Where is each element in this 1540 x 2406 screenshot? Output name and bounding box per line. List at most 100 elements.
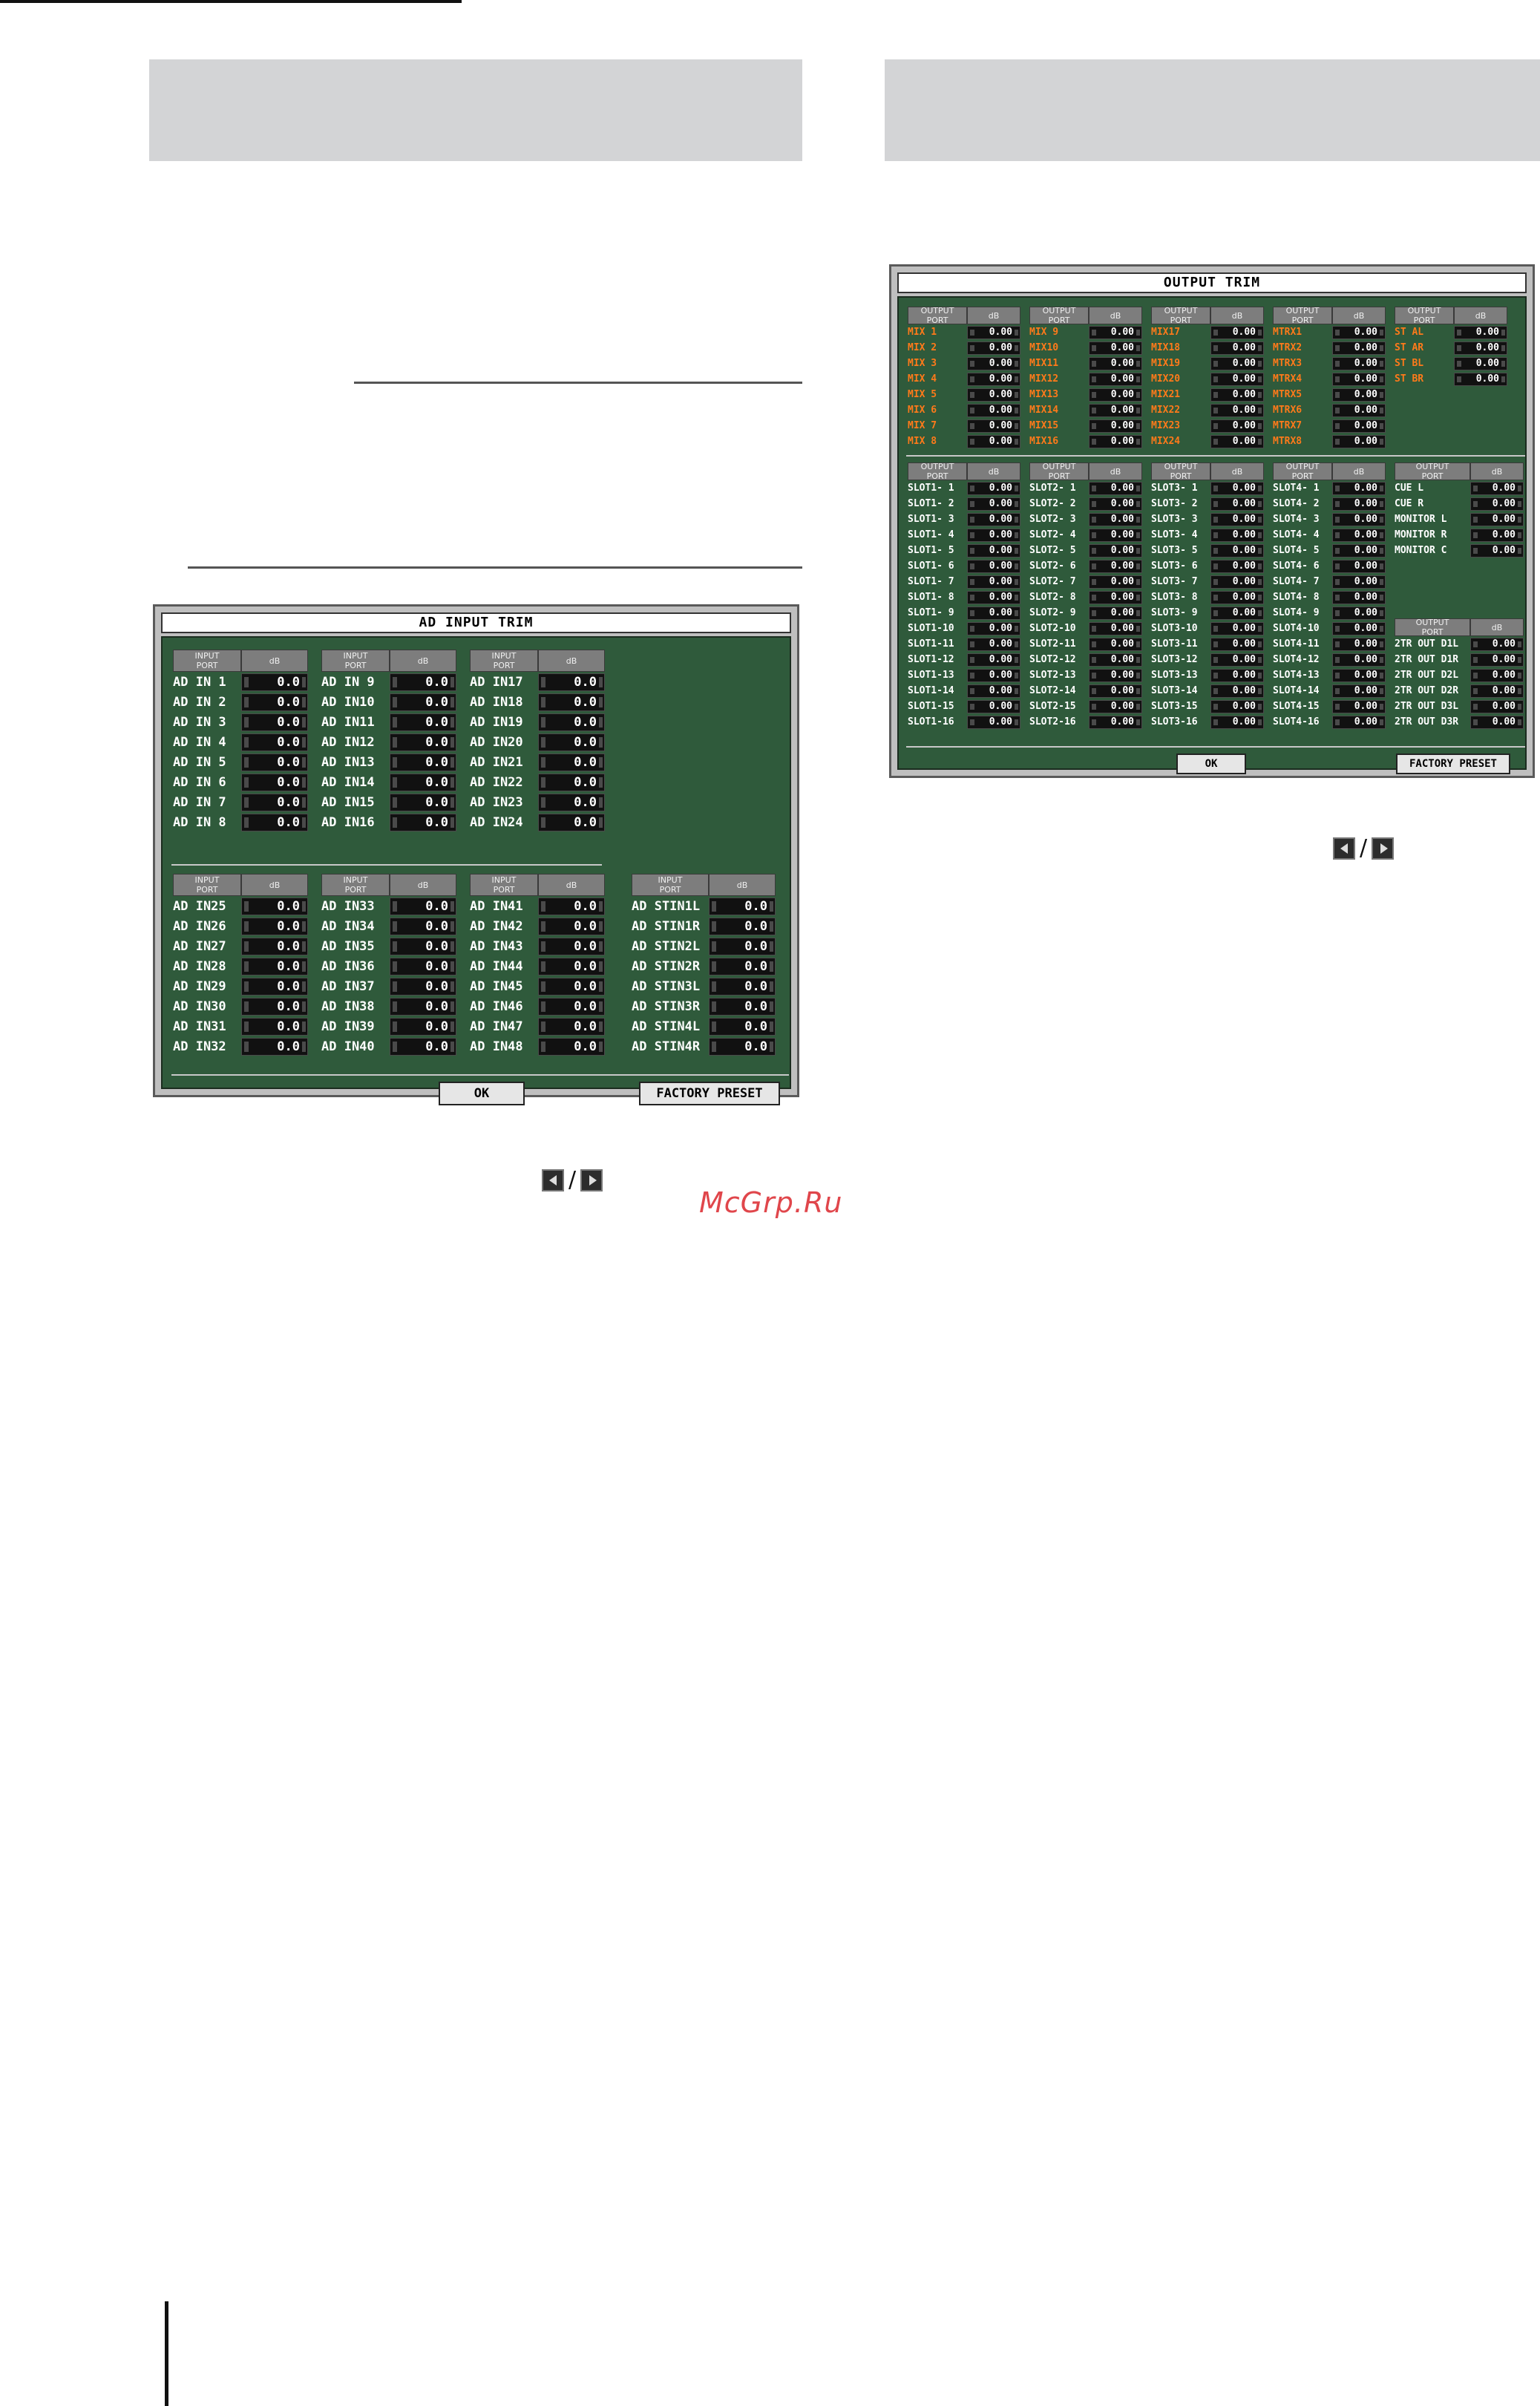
trim-value-field[interactable]: 0.0	[241, 997, 308, 1016]
trim-value-field[interactable]: 0.00	[1089, 699, 1142, 713]
trim-value-field[interactable]: 0.0	[538, 897, 605, 915]
trim-value-field[interactable]: 0.00	[967, 434, 1020, 448]
trim-value-field[interactable]: 0.00	[1470, 512, 1524, 526]
trim-value-field[interactable]: 0.00	[1089, 575, 1142, 589]
trim-value-field[interactable]: 0.00	[1470, 699, 1524, 713]
trim-value-field[interactable]: 0.00	[1470, 637, 1524, 651]
trim-value-field[interactable]: 0.0	[390, 693, 456, 711]
trim-value-field[interactable]: 0.00	[1470, 715, 1524, 729]
trim-value-field[interactable]: 0.00	[1332, 559, 1386, 573]
trim-value-field[interactable]: 0.00	[1470, 668, 1524, 682]
trim-value-field[interactable]: 0.0	[241, 773, 308, 791]
trim-value-field[interactable]: 0.00	[1332, 528, 1386, 542]
trim-value-field[interactable]: 0.00	[967, 668, 1020, 682]
trim-value-field[interactable]: 0.00	[967, 388, 1020, 402]
trim-value-field[interactable]: 0.0	[241, 897, 308, 915]
trim-value-field[interactable]: 0.0	[390, 733, 456, 751]
trim-value-field[interactable]: 0.0	[538, 1037, 605, 1056]
trim-value-field[interactable]: 0.00	[1470, 528, 1524, 542]
trim-value-field[interactable]: 0.00	[1210, 606, 1264, 620]
trim-value-field[interactable]: 0.00	[967, 497, 1020, 511]
trim-value-field[interactable]: 0.0	[709, 997, 776, 1016]
trim-value-field[interactable]: 0.00	[967, 637, 1020, 651]
trim-value-field[interactable]: 0.00	[1332, 497, 1386, 511]
trim-value-field[interactable]: 0.0	[709, 957, 776, 975]
trim-value-field[interactable]: 0.00	[1332, 403, 1386, 417]
trim-value-field[interactable]: 0.0	[241, 977, 308, 996]
trim-value-field[interactable]: 0.00	[967, 528, 1020, 542]
trim-value-field[interactable]: 0.00	[1089, 403, 1142, 417]
trim-value-field[interactable]: 0.00	[1089, 653, 1142, 667]
trim-value-field[interactable]: 0.00	[1210, 715, 1264, 729]
trim-value-field[interactable]: 0.0	[538, 977, 605, 996]
trim-value-field[interactable]: 0.00	[1089, 356, 1142, 370]
trim-value-field[interactable]: 0.0	[241, 957, 308, 975]
trim-value-field[interactable]: 0.00	[1210, 637, 1264, 651]
trim-value-field[interactable]: 0.00	[967, 356, 1020, 370]
trim-value-field[interactable]: 0.0	[538, 813, 605, 831]
trim-value-field[interactable]: 0.00	[1332, 341, 1386, 355]
trim-value-field[interactable]: 0.0	[241, 693, 308, 711]
trim-value-field[interactable]: 0.00	[1470, 481, 1524, 495]
trim-value-field[interactable]: 0.0	[390, 957, 456, 975]
trim-value-field[interactable]: 0.00	[1332, 325, 1386, 339]
trim-value-field[interactable]: 0.00	[1332, 481, 1386, 495]
trim-value-field[interactable]: 0.00	[967, 575, 1020, 589]
trim-value-field[interactable]: 0.00	[1089, 325, 1142, 339]
trim-value-field[interactable]: 0.00	[1089, 528, 1142, 542]
trim-value-field[interactable]: 0.00	[1210, 481, 1264, 495]
trim-value-field[interactable]: 0.0	[709, 977, 776, 996]
trim-value-field[interactable]: 0.0	[390, 917, 456, 935]
trim-value-field[interactable]: 0.0	[538, 937, 605, 955]
trim-value-field[interactable]: 0.00	[1089, 637, 1142, 651]
trim-value-field[interactable]: 0.0	[709, 917, 776, 935]
trim-value-field[interactable]: 0.0	[390, 977, 456, 996]
trim-value-field[interactable]: 0.00	[1210, 497, 1264, 511]
trim-value-field[interactable]: 0.00	[1210, 543, 1264, 558]
trim-value-field[interactable]: 0.00	[967, 684, 1020, 698]
trim-value-field[interactable]: 0.00	[967, 481, 1020, 495]
trim-value-field[interactable]: 0.0	[241, 673, 308, 691]
trim-value-field[interactable]: 0.00	[1089, 497, 1142, 511]
trim-value-field[interactable]: 0.00	[1210, 341, 1264, 355]
trim-value-field[interactable]: 0.00	[1210, 419, 1264, 433]
trim-value-field[interactable]: 0.00	[1332, 388, 1386, 402]
trim-value-field[interactable]: 0.00	[1332, 419, 1386, 433]
trim-value-field[interactable]: 0.00	[1454, 325, 1507, 339]
trim-value-field[interactable]: 0.00	[1210, 325, 1264, 339]
trim-value-field[interactable]: 0.00	[1089, 621, 1142, 635]
trim-value-field[interactable]: 0.00	[967, 621, 1020, 635]
trim-value-field[interactable]: 0.0	[241, 1037, 308, 1056]
trim-value-field[interactable]: 0.00	[1089, 668, 1142, 682]
trim-value-field[interactable]: 0.0	[390, 1037, 456, 1056]
trim-value-field[interactable]: 0.0	[241, 793, 308, 811]
trim-value-field[interactable]: 0.00	[1210, 559, 1264, 573]
trim-value-field[interactable]: 0.00	[1332, 637, 1386, 651]
trim-value-field[interactable]: 0.0	[538, 713, 605, 731]
trim-value-field[interactable]: 0.00	[1332, 372, 1386, 386]
trim-value-field[interactable]: 0.0	[538, 1017, 605, 1036]
trim-value-field[interactable]: 0.0	[538, 957, 605, 975]
trim-value-field[interactable]: 0.00	[1089, 481, 1142, 495]
trim-value-field[interactable]: 0.00	[967, 590, 1020, 604]
trim-value-field[interactable]: 0.00	[1470, 684, 1524, 698]
trim-value-field[interactable]: 0.00	[1089, 388, 1142, 402]
trim-value-field[interactable]: 0.0	[241, 813, 308, 831]
trim-value-field[interactable]: 0.00	[1089, 684, 1142, 698]
factory-preset-button[interactable]: FACTORY PRESET	[639, 1082, 780, 1105]
trim-value-field[interactable]: 0.00	[1470, 497, 1524, 511]
trim-value-field[interactable]: 0.0	[390, 897, 456, 915]
trim-value-field[interactable]: 0.0	[390, 673, 456, 691]
trim-value-field[interactable]: 0.00	[1210, 403, 1264, 417]
trim-value-field[interactable]: 0.00	[1332, 575, 1386, 589]
trim-value-field[interactable]: 0.00	[1454, 372, 1507, 386]
trim-value-field[interactable]: 0.00	[1210, 653, 1264, 667]
trim-value-field[interactable]: 0.00	[1332, 512, 1386, 526]
trim-value-field[interactable]: 0.0	[709, 1017, 776, 1036]
trim-value-field[interactable]: 0.00	[1210, 575, 1264, 589]
trim-value-field[interactable]: 0.00	[1089, 590, 1142, 604]
trim-value-field[interactable]: 0.0	[241, 917, 308, 935]
trim-value-field[interactable]: 0.00	[1332, 668, 1386, 682]
trim-value-field[interactable]: 0.0	[241, 713, 308, 731]
trim-value-field[interactable]: 0.00	[1210, 388, 1264, 402]
